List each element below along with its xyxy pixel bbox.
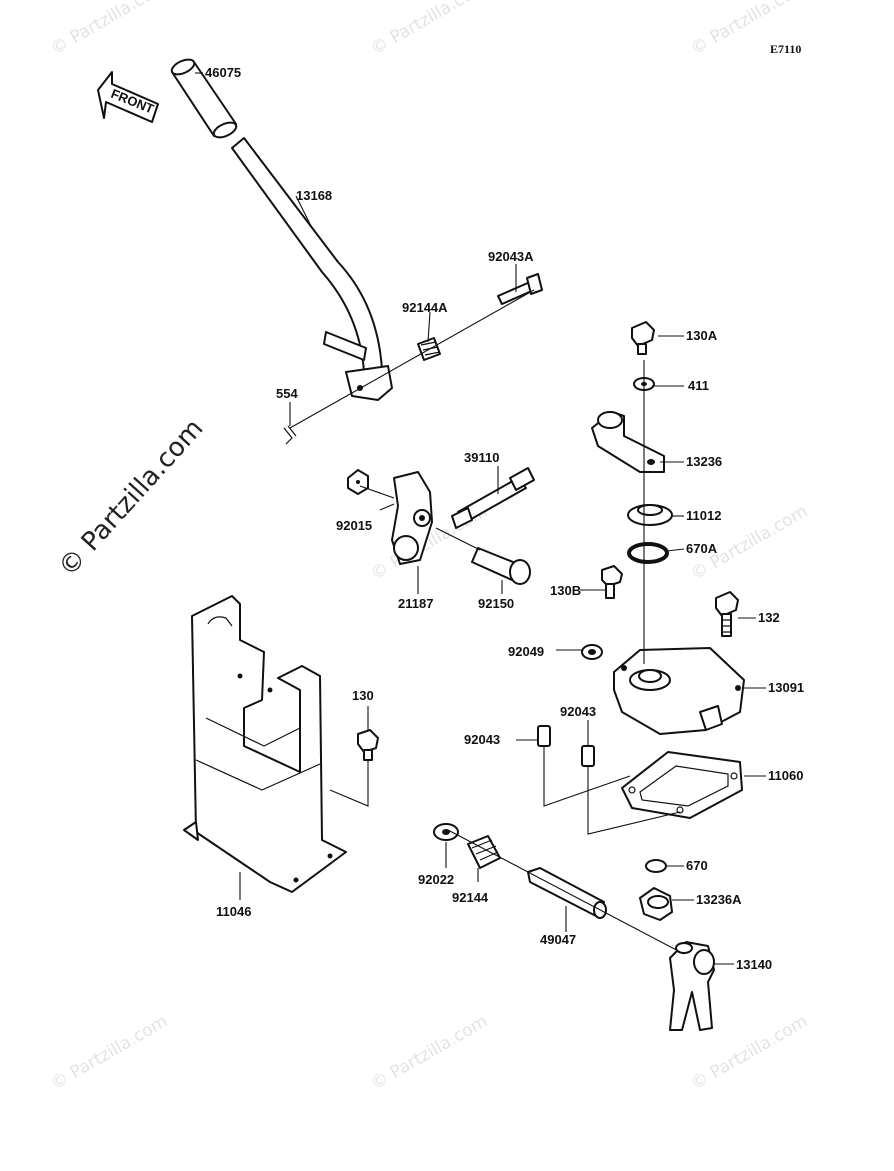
grip-46075 [170, 58, 238, 139]
part-label: 13236A [696, 892, 742, 907]
part-label: 11060 [768, 768, 803, 783]
pin-554 [283, 425, 297, 445]
lever-21187 [391, 471, 433, 565]
part-label: 92049 [508, 644, 544, 659]
oring-670A [627, 542, 669, 564]
part-labels: 46075 13168 92043A 92144A 554 130A 411 1… [205, 65, 804, 972]
spring-92144 [467, 835, 501, 869]
part-label: 92144 [452, 890, 489, 905]
routing-line [587, 766, 681, 835]
part-label: 49047 [540, 932, 576, 947]
dowel-92043-left [537, 725, 551, 747]
part-label: 92022 [418, 872, 454, 887]
routing-line [329, 758, 369, 807]
bolt-130A [631, 321, 655, 355]
part-label: 11046 [216, 904, 251, 919]
part-label: 21187 [398, 596, 433, 611]
dowel-92043-right [581, 745, 595, 767]
part-label: 39110 [464, 450, 499, 465]
diagram-code: E7110 [770, 42, 801, 56]
part-label: 13168 [296, 188, 332, 203]
bolt-130 [357, 729, 379, 761]
routing-line [543, 746, 631, 807]
fork-13140 [669, 941, 715, 1031]
part-label: 92043 [464, 732, 500, 747]
bolt-130B [601, 565, 623, 599]
part-label: 554 [276, 386, 298, 401]
bolt-92150 [471, 547, 531, 585]
part-label: 13236 [686, 454, 722, 469]
plug-92049 [581, 644, 603, 660]
arm-13236 [591, 411, 665, 473]
arm-13236A [639, 887, 673, 921]
gasket-11060 [621, 751, 743, 819]
part-label: 92043 [560, 704, 596, 719]
part-label: 92043A [488, 249, 534, 264]
part-label: 92150 [478, 596, 514, 611]
bolt-92043A [497, 273, 543, 305]
cover-13091 [613, 647, 745, 735]
part-label: 13091 [768, 680, 804, 695]
part-label: 130A [686, 328, 718, 343]
seal-11012 [627, 504, 673, 526]
part-label: 11012 [686, 508, 721, 523]
part-label: 92015 [336, 518, 372, 533]
leader-lines [195, 72, 766, 965]
part-label: 411 [688, 378, 709, 393]
washer-92022 [433, 823, 459, 841]
front-arrow: FRONT [97, 71, 159, 123]
oring-670 [645, 859, 667, 873]
shift-lever-13168 [231, 137, 393, 401]
watermark: © Partzilla.com [48, 1011, 172, 1094]
part-label: 92144A [402, 300, 448, 315]
bolt-132 [715, 591, 739, 637]
part-label: 13140 [736, 957, 772, 972]
guard-11046 [183, 595, 347, 893]
part-label: 46075 [205, 65, 241, 80]
watermark: © Partzilla.com [368, 0, 492, 59]
nut-92015 [347, 469, 369, 495]
part-label: 132 [758, 610, 780, 625]
part-label: 670A [686, 541, 718, 556]
part-label: 130 [352, 688, 374, 703]
part-label: 670 [686, 858, 708, 873]
watermark: © Partzilla.com [368, 1011, 492, 1094]
watermark-main: © Partzilla.com [53, 414, 210, 583]
part-label: 130B [550, 583, 581, 598]
rod-39110 [451, 467, 535, 529]
watermark: © Partzilla.com [48, 0, 172, 59]
